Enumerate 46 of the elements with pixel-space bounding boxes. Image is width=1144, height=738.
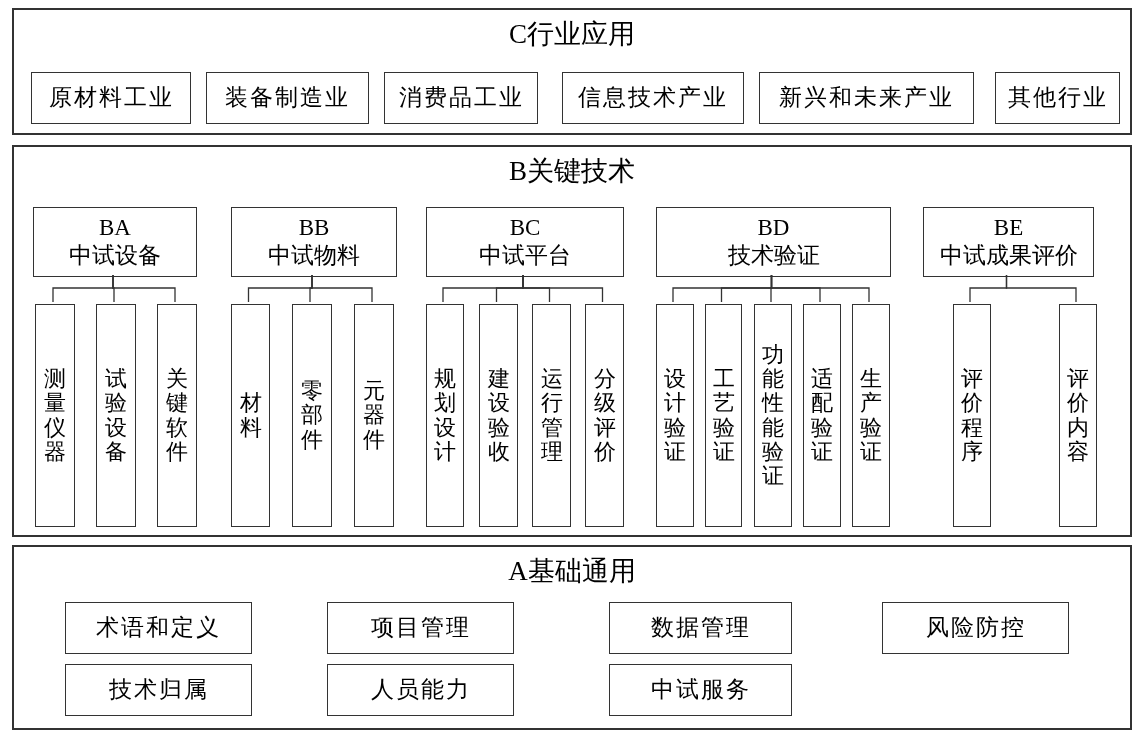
item-box: 装备制造业	[206, 72, 369, 124]
panel-title: B关键技术	[508, 155, 636, 188]
connector-line	[770, 274, 870, 303]
item-box: 中试服务	[609, 664, 792, 716]
item-column-box: 生产验证	[852, 304, 890, 527]
item-box: 其他行业	[995, 72, 1120, 124]
item-column-box: 适配验证	[803, 304, 841, 527]
group-box: BB 中试物料	[231, 207, 397, 277]
item-column-box: 功能性能验证	[754, 304, 792, 527]
item-column-box: 测量仪器	[35, 304, 75, 527]
item-column-box: 评价程序	[953, 304, 991, 527]
item-column-box: 规划设计	[426, 304, 464, 527]
item-column-box: 评价内容	[1059, 304, 1097, 527]
item-column-box: 元器件	[354, 304, 394, 527]
category-panel	[12, 545, 1132, 730]
category-panel	[12, 145, 1132, 537]
item-box: 信息技术产业	[562, 72, 744, 124]
connector-line	[1005, 274, 1077, 303]
item-column-box: 工艺验证	[705, 304, 742, 527]
group-box: BD 技术验证	[656, 207, 891, 277]
panel-title: C行业应用	[508, 18, 636, 51]
item-box: 技术归属	[65, 664, 252, 716]
connector-line	[112, 274, 176, 303]
group-box: BE 中试成果评价	[923, 207, 1094, 277]
item-box: 新兴和未来产业	[759, 72, 974, 124]
item-box: 人员能力	[327, 664, 514, 716]
item-column-box: 运行管理	[532, 304, 571, 527]
item-box: 项目管理	[327, 602, 514, 654]
item-box: 术语和定义	[65, 602, 252, 654]
group-box: BA 中试设备	[33, 207, 197, 277]
item-column-box: 零部件	[292, 304, 332, 527]
item-column-box: 设计验证	[656, 304, 694, 527]
item-box: 原材料工业	[31, 72, 191, 124]
connector-line	[522, 274, 604, 303]
panel-title: A基础通用	[507, 555, 637, 588]
item-box: 数据管理	[609, 602, 792, 654]
group-box: BC 中试平台	[426, 207, 624, 277]
item-column-box: 建设验收	[479, 304, 518, 527]
connector-line	[311, 274, 373, 303]
item-column-box: 关键软件	[157, 304, 197, 527]
item-box: 消费品工业	[384, 72, 538, 124]
item-column-box: 分级评价	[585, 304, 624, 527]
item-column-box: 材料	[231, 304, 270, 527]
item-box: 风险防控	[882, 602, 1069, 654]
item-column-box: 试验设备	[96, 304, 136, 527]
category-panel	[12, 8, 1132, 135]
